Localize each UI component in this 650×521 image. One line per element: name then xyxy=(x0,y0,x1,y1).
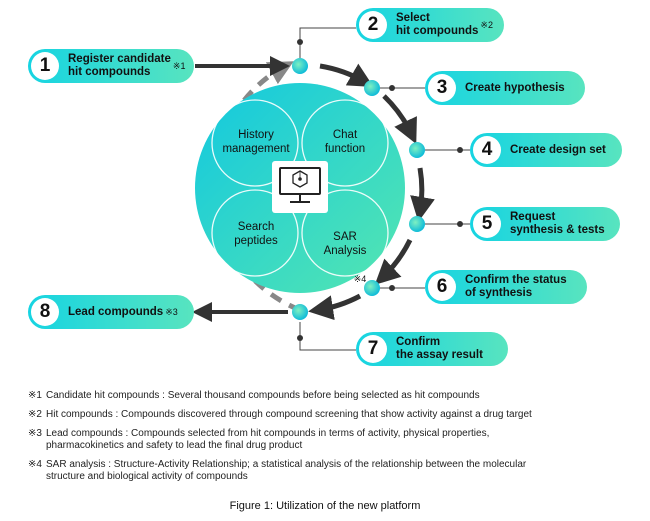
process-dot-6 xyxy=(364,280,380,296)
footnote-2-mark: ※2 xyxy=(28,409,42,420)
sar-analysis-mark: ※4 xyxy=(353,274,367,284)
footnote-2: ※2 Hit compounds : Compounds discovered … xyxy=(28,409,628,421)
step-1-note-mark: ※1 xyxy=(172,60,186,71)
step-5-label: Request synthesis & tests xyxy=(510,211,605,236)
step-1-label-text: Register candidate hit compounds xyxy=(68,53,171,78)
step-7-confirm-assay: 7 Confirm the assay result xyxy=(356,332,508,366)
footnotes: ※1 Candidate hit compounds : Several tho… xyxy=(28,390,628,490)
step-8-lead-compounds: 8 Lead compounds※3 xyxy=(28,295,194,329)
step-3-create-hypothesis: 3 Create hypothesis xyxy=(425,71,585,105)
step-7-number: 7 xyxy=(359,335,387,363)
step-2-number: 2 xyxy=(359,11,387,39)
step-1-register-candidate: 1 Register candidate hit compounds※1 xyxy=(28,49,194,83)
step-3-label: Create hypothesis xyxy=(465,81,565,94)
step-4-label: Create design set xyxy=(510,143,606,156)
step-6-confirm-synthesis: 6 Confirm the status of synthesis xyxy=(425,270,587,304)
footnote-4-text: SAR analysis : Structure-Activity Relati… xyxy=(46,459,527,482)
arc-segment-3-4 xyxy=(382,94,417,145)
hub-circle-bottom-left xyxy=(211,189,299,277)
footnote-4: ※4 SAR analysis : Structure-Activity Rel… xyxy=(28,459,628,483)
connector-step2 xyxy=(299,27,356,58)
hub-label-chat-function: Chat function xyxy=(324,129,366,155)
footnote-3: ※3 Lead compounds : Compounds selected f… xyxy=(28,428,628,452)
footnote-3-text: Lead compounds : Compounds selected from… xyxy=(46,428,490,451)
hub-circle-bottom-right xyxy=(301,189,389,277)
process-dot-5 xyxy=(409,216,425,232)
step-4-number: 4 xyxy=(473,136,501,164)
step-2-note-mark: ※2 xyxy=(480,19,493,30)
computer-monitor-molecule-icon xyxy=(272,161,328,213)
figure-caption: Figure 1: Utilization of the new platfor… xyxy=(229,500,421,512)
step-1-label: Register candidate hit compounds※1 xyxy=(68,49,185,83)
process-dot-7 xyxy=(292,304,308,320)
sar-analysis-text: SAR Analysis xyxy=(323,231,367,257)
step-6-number: 6 xyxy=(428,273,456,301)
step-8-label-text: Lead compounds xyxy=(68,305,164,318)
arc-segment-4-5 xyxy=(410,167,435,222)
step-8-number: 8 xyxy=(31,298,59,326)
arc-segment-5-6 xyxy=(374,238,413,285)
hub-circle-top-right xyxy=(301,99,389,187)
process-dot-3 xyxy=(364,80,380,96)
process-dot-2 xyxy=(292,58,308,74)
step-5-request-synthesis: 5 Request synthesis & tests xyxy=(470,207,620,241)
process-dot-4 xyxy=(409,142,425,158)
step-2-label: Select hit compounds※2 xyxy=(396,8,493,42)
step-2-label-text: Select hit compounds xyxy=(396,12,479,37)
step-5-number: 5 xyxy=(473,210,501,238)
step-8-label: Lead compounds※3 xyxy=(68,295,178,329)
connector-step7 xyxy=(299,322,356,351)
step-8-note-mark: ※3 xyxy=(165,306,178,317)
hub-label-sar-analysis: SAR Analysis ※4 xyxy=(307,216,383,286)
footnote-4-mark: ※4 xyxy=(28,459,42,470)
hub-label-search-peptides: Search peptides xyxy=(234,221,278,247)
step-7-label: Confirm the assay result xyxy=(396,336,483,361)
arc-segment-2-3 xyxy=(319,63,374,87)
footnote-1: ※1 Candidate hit compounds : Several tho… xyxy=(28,390,628,402)
hub-label-history-management: History management xyxy=(222,129,290,155)
footnote-2-text: Hit compounds : Compounds discovered thr… xyxy=(46,409,532,420)
step-4-create-design-set: 4 Create design set xyxy=(470,133,622,167)
footnote-1-mark: ※1 xyxy=(28,390,42,401)
step-3-number: 3 xyxy=(428,74,456,102)
step-6-label: Confirm the status of synthesis xyxy=(465,274,567,299)
step-2-select-hit: 2 Select hit compounds※2 xyxy=(356,8,504,42)
arc-segment-6-7 xyxy=(308,293,362,321)
footnote-1-text: Candidate hit compounds : Several thousa… xyxy=(46,390,480,401)
footnote-3-mark: ※3 xyxy=(28,428,42,439)
hub-circle-top-left xyxy=(211,99,299,187)
step-1-number: 1 xyxy=(31,52,59,80)
